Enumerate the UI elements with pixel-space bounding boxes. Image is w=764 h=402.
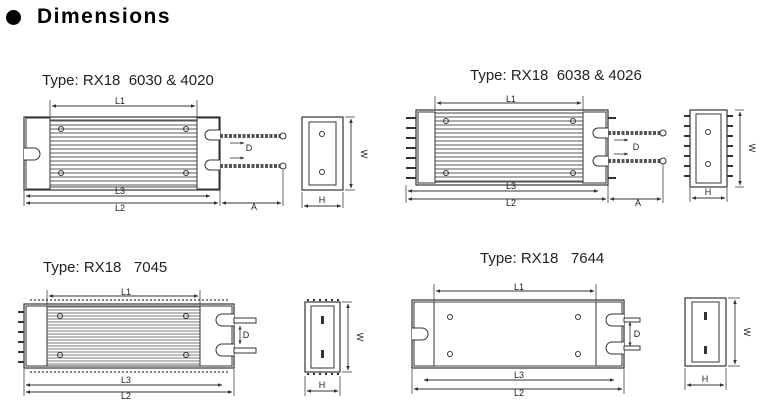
drawing-6030-side	[23, 100, 287, 206]
dim-label-h: H	[319, 195, 326, 205]
dim-label-w: W	[355, 333, 365, 342]
drawing-7045-end	[304, 299, 352, 396]
dim-label-a: A	[251, 202, 257, 212]
dim-label-l2: L2	[506, 198, 516, 208]
drawing-6038-end	[684, 109, 744, 202]
bullet-icon	[6, 9, 21, 25]
dim-label-l1: L1	[514, 282, 524, 292]
dim-label-l3: L3	[514, 370, 524, 380]
dim-label-l1: L1	[506, 94, 516, 104]
type-label-7644: Type: RX18 7644	[480, 250, 605, 267]
dim-label-d: D	[634, 329, 641, 339]
dim-label-w: W	[742, 328, 752, 337]
dim-label-h: H	[705, 187, 712, 197]
dim-label-l2: L2	[514, 388, 524, 398]
dim-label-l3: L3	[115, 186, 125, 196]
dim-label-w: W	[747, 144, 757, 153]
type-label-6030: Type: RX18 6030 & 4020	[42, 72, 214, 89]
section-heading: Dimensions	[6, 2, 171, 32]
dim-label-l2: L2	[115, 203, 125, 213]
dim-label-l3: L3	[506, 181, 516, 191]
dim-label-w: W	[359, 150, 369, 159]
section-title: Dimensions	[37, 5, 172, 28]
type-label-6038: Type: RX18 6038 & 4026	[470, 67, 642, 84]
dim-label-d: D	[243, 330, 250, 340]
drawing-7644-side	[411, 284, 641, 394]
dim-label-d: D	[246, 143, 253, 153]
type-label-7045: Type: RX18 7045	[43, 259, 168, 276]
dim-label-l1: L1	[121, 287, 131, 297]
dim-label-d: D	[633, 142, 640, 152]
drawing-6030-end	[301, 116, 355, 208]
drawing-7045-side	[18, 290, 257, 396]
drawing-7644-end	[684, 297, 740, 390]
drawing-6038-side	[405, 96, 667, 203]
dim-label-h: H	[702, 374, 709, 384]
dim-label-l3: L3	[121, 375, 131, 385]
dim-label-h: H	[319, 380, 326, 390]
dim-label-l2: L2	[121, 391, 131, 401]
dim-label-a: A	[635, 198, 641, 208]
dim-label-l1: L1	[115, 96, 125, 106]
